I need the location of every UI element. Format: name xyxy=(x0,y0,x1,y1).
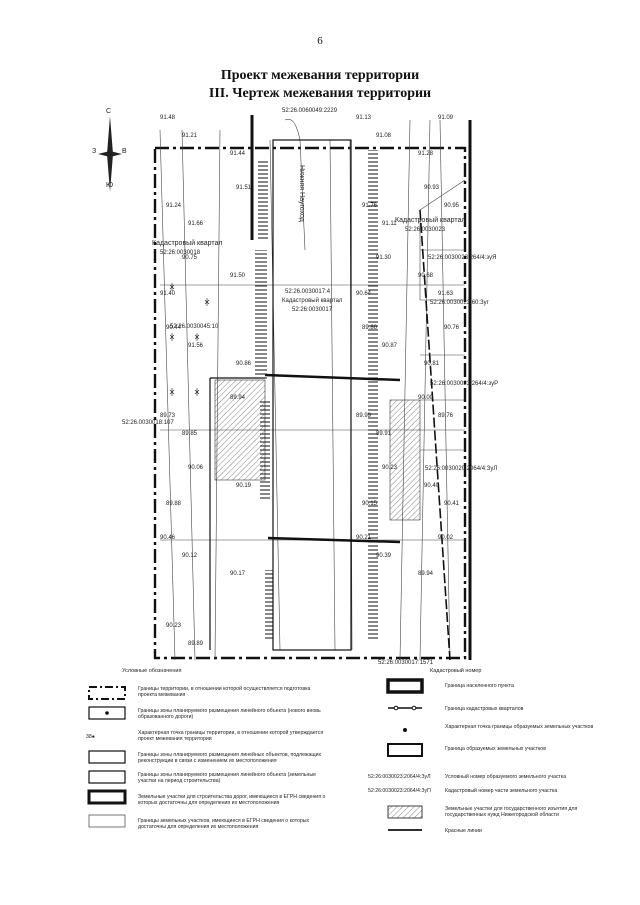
legend-point-mark: 38● xyxy=(86,734,95,740)
right-parcel-label: 52:26:0030023:264/4:зуР xyxy=(430,381,499,387)
left-parcel-label: 52:26.0030018:107 xyxy=(122,420,174,426)
legend-left-header: Условные обозначения xyxy=(122,668,182,674)
legend-left-swatches xyxy=(87,686,127,828)
left-parcel-label: 52:26.0030045:10 xyxy=(170,324,219,330)
legend-item: Земельные участки для строительства доро… xyxy=(138,794,326,807)
survey-map xyxy=(153,115,472,661)
compass-west: З xyxy=(92,148,97,155)
cadastral-quarter-left-label: Кадастровый квартал xyxy=(152,240,223,247)
compass-east: В xyxy=(122,148,127,155)
legend-item: Границы зоны планируемого размещения лин… xyxy=(138,708,321,721)
legend-item: Границы зоны планируемого размещения лин… xyxy=(138,752,322,765)
page-title: Проект межевания территории xyxy=(220,68,420,83)
center-parcel-label: 52:26.0030017:4 xyxy=(285,289,331,295)
legend-item: Условный номер образуемого земельного уч… xyxy=(445,774,567,780)
compass-south: Ю xyxy=(106,182,114,189)
cadastral-quarter-right-label: Кадастровый квартал xyxy=(395,217,466,224)
legend-right-header: Кадастровый номер xyxy=(430,668,482,674)
legend-right-swatches xyxy=(386,678,424,831)
cadastral-quarter-center-label: Кадастровый квартал xyxy=(282,298,343,304)
legend-item: Характерная точка границы образуемых зем… xyxy=(445,724,594,730)
legend-item: Красные линии xyxy=(445,828,482,834)
right-parcel-label: 52:26.0030023:60:Зуг xyxy=(430,300,489,306)
right-parcel-label: 52:26:0030023:264/4:зуЯ xyxy=(428,255,497,261)
street-name-label: Нижняя Наугоход xyxy=(298,165,305,222)
cadastral-quarter-center-number: 52:26:0030017 xyxy=(292,307,333,313)
legend-item: Кадастровый номер части земельного участ… xyxy=(445,788,558,794)
legend-item: Земельные участки для государственного и… xyxy=(445,806,578,819)
compass-north: С xyxy=(106,108,112,115)
bottom-cadastral-label: 52:26:0030017:1571 xyxy=(378,660,434,666)
page-subtitle: III. Чертеж межевания территории xyxy=(208,86,432,101)
legend-item: Граница населенного пункта xyxy=(445,683,514,689)
legend-example-number: 52:26:0030023:2064/4:ЗуЛ xyxy=(368,774,431,780)
legend-item: Характерная точка границы территории, в … xyxy=(138,730,324,743)
legend-example-number: 52:26:0030023:2064/4:ЗуП xyxy=(368,788,431,794)
legend-item: Граница образуемых земельных участков xyxy=(445,746,546,752)
right-parcel-label: 52:26:0030020:2064/4:ЗуЛ xyxy=(425,466,498,472)
cadastral-quarter-right-number: 52:26:0030023 xyxy=(405,227,446,233)
legend-item: Граница кадастровых кварталов xyxy=(445,706,524,712)
legend-item: Границы земельных участков, имеющиеся в … xyxy=(138,818,310,831)
cadastral-quarter-left-number: 52:26:0030018 xyxy=(160,250,201,256)
page-number: 6 xyxy=(317,35,323,47)
top-cadastral-label: 52:26.0060049:2229 xyxy=(282,108,338,114)
north-arrow-icon: С Ю З В xyxy=(92,108,127,194)
legend-item: Границы зоны планируемого размещения лин… xyxy=(138,772,316,785)
legend-item: Границы территории, в отношении которой … xyxy=(138,686,311,699)
